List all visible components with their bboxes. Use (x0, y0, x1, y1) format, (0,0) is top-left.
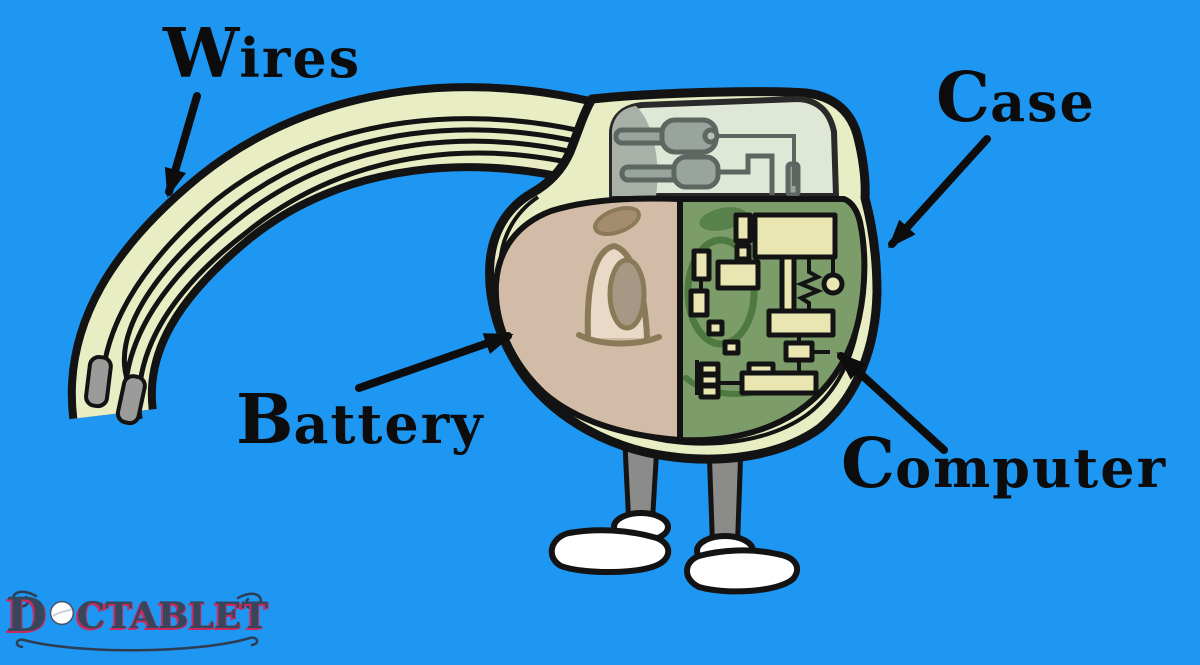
wire-line (99, 116, 618, 403)
connector-pin (619, 164, 683, 183)
pill-icon (49, 600, 74, 625)
chip-bottom-bar (739, 370, 819, 396)
battery-half (492, 195, 683, 443)
label-battery-initial: B (236, 380, 294, 460)
doctablet-logo: D CTABLET (6, 582, 268, 660)
board-components (688, 212, 845, 400)
electrode-tip (115, 374, 147, 426)
label-wires-initial: W (163, 14, 240, 94)
electrode-tip (84, 354, 113, 409)
battery-eyebrow (593, 206, 641, 236)
circuit-board (677, 196, 868, 444)
case-arrow (887, 135, 991, 249)
shoes (548, 510, 800, 595)
label-computer-initial: C (841, 424, 896, 504)
logo-flourish (11, 590, 263, 652)
board-ring (684, 236, 758, 348)
battery-arrow (355, 332, 514, 392)
label-case-initial: C (936, 58, 991, 138)
wire-line (121, 127, 619, 383)
connector-block (609, 96, 839, 199)
wire-line (122, 138, 620, 416)
logo-wordrow: D CTABLET (6, 592, 268, 639)
connector-port (671, 154, 721, 190)
logo-letter-d: D (6, 588, 47, 643)
chip-large (752, 212, 838, 260)
wire-line (136, 150, 622, 420)
chip-mid (766, 308, 836, 338)
wires-arrow (164, 92, 201, 198)
label-computer-rest: omputer (895, 436, 1168, 500)
logo-letters-rest: CTABLET (76, 594, 268, 637)
label-battery-rest: attery (293, 392, 485, 456)
lead-wires (67, 83, 631, 426)
label-case-rest: ase (990, 70, 1096, 134)
battery-eye-pupil (607, 257, 647, 331)
label-wires-rest: ires (239, 26, 362, 90)
computer-arrow (836, 351, 948, 454)
board-dot (821, 272, 845, 296)
